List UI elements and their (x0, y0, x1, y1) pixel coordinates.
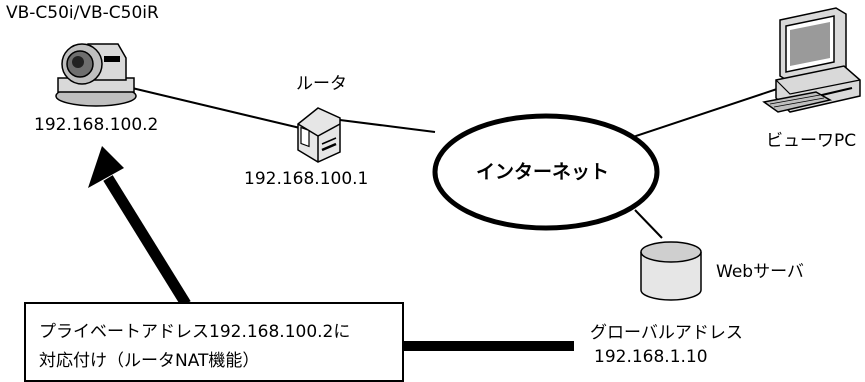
diagram-graphics (55, 7, 861, 351)
router-icon (297, 107, 341, 163)
camera-model-label: VB-C50i/VB-C50iR (6, 3, 159, 23)
nat-connector (404, 341, 574, 351)
nat-note-box: プライベートアドレス192.168.100.2に 対応付け（ルータNAT機能） (24, 302, 404, 382)
global-address-title: グローバルアドレス (590, 323, 743, 343)
nat-arrow-shaft (103, 175, 191, 307)
camera-icon (55, 43, 137, 107)
link-internet-server (634, 209, 663, 239)
web-server-label: Webサーバ (716, 262, 804, 282)
router-name-label: ルータ (296, 74, 347, 94)
server-icon (640, 241, 702, 301)
nat-arrow-head (88, 146, 124, 188)
computer-icon (762, 7, 861, 113)
link-internet-pc (614, 87, 781, 144)
internet-cloud (432, 113, 660, 231)
global-address-ip: 192.168.1.10 (594, 347, 708, 367)
router-ip-label: 192.168.100.1 (244, 169, 369, 189)
viewer-pc-label: ビューワPC (766, 131, 857, 151)
link-camera-router (131, 87, 301, 129)
nat-note-line2: 対応付け（ルータNAT機能） (39, 351, 260, 371)
nat-note-line1: プライベートアドレス192.168.100.2に (39, 322, 351, 342)
link-router-internet (339, 119, 436, 133)
camera-ip-label: 192.168.100.2 (34, 115, 159, 135)
internet-label: インターネット (476, 161, 610, 183)
network-diagram: VB-C50i/VB-C50iR 192.168.100.2 ルータ 192.1… (6, 3, 861, 382)
